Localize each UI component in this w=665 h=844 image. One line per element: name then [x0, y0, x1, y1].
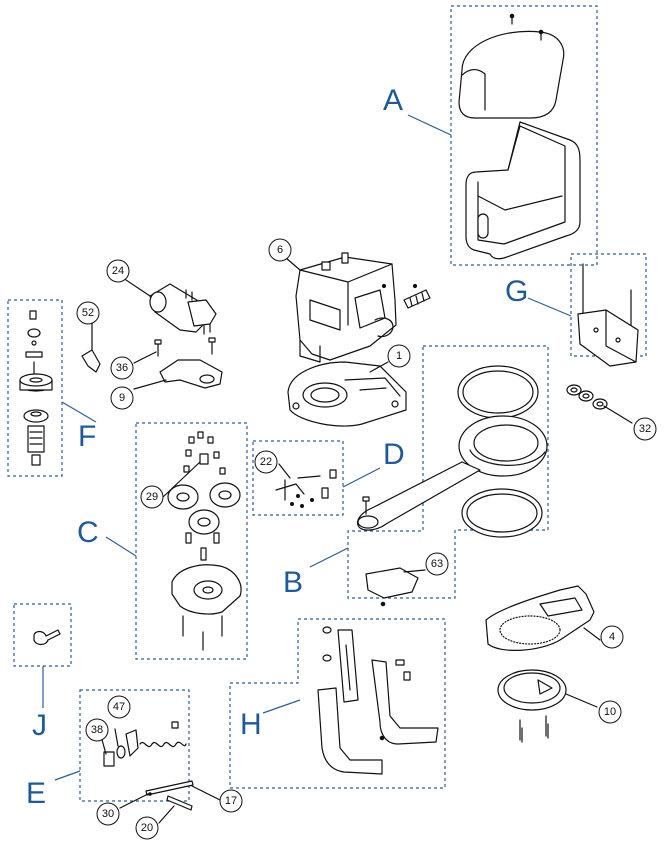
part-knob-j	[33, 629, 61, 646]
callout-38: 38	[85, 718, 109, 742]
group-box-f	[7, 299, 63, 477]
part-brackets-h	[317, 626, 439, 775]
part-clip-52	[81, 349, 101, 373]
svg-text:63: 63	[431, 558, 443, 570]
part-motor	[149, 283, 217, 335]
leader-d	[342, 467, 381, 488]
group-box-j	[13, 603, 72, 667]
part-ring-top	[457, 365, 539, 419]
leader-h	[262, 699, 301, 714]
part-disc	[497, 669, 567, 743]
callout-24: 24	[106, 259, 130, 283]
callout-10: 10	[598, 700, 622, 724]
svg-text:9: 9	[119, 392, 125, 404]
callout-4: 4	[600, 625, 624, 649]
group-box-d	[252, 440, 344, 516]
part-pins-17-20-30	[145, 780, 194, 811]
svg-text:22: 22	[260, 456, 272, 468]
part-small-parts-d	[275, 469, 337, 508]
callout-29: 29	[140, 485, 164, 509]
svg-text:1: 1	[396, 350, 402, 362]
part-washers-32	[566, 384, 608, 410]
svg-text:17: 17	[225, 795, 237, 807]
callout-20: 20	[135, 816, 159, 840]
leader-g	[527, 297, 572, 317]
group-letter-g: G	[505, 275, 528, 308]
group-box-e	[79, 689, 190, 802]
callout-52: 52	[76, 301, 100, 325]
group-letter-e: E	[26, 777, 46, 810]
group-box-h	[229, 618, 446, 789]
part-rear-housing	[465, 121, 581, 260]
callout-17: 17	[219, 789, 243, 813]
group-letter-d: D	[383, 438, 405, 471]
leader-e	[54, 770, 81, 781]
part-shaft-stack-f	[19, 310, 53, 466]
leader-f	[61, 401, 97, 423]
callout-63: 63	[425, 552, 449, 576]
callout-9: 9	[110, 386, 134, 410]
part-bracket-g	[577, 263, 639, 367]
part-spring-mechanism-e	[103, 721, 187, 767]
part-block-63	[362, 496, 419, 607]
group-letter-h: H	[240, 708, 262, 741]
svg-text:30: 30	[102, 808, 114, 820]
svg-text:10: 10	[604, 706, 616, 718]
svg-text:24: 24	[112, 265, 124, 277]
svg-text:4: 4	[609, 631, 615, 643]
svg-text:29: 29	[146, 491, 158, 503]
part-dial-plate	[485, 585, 595, 651]
svg-text:38: 38	[91, 724, 103, 736]
part-motor-plate	[159, 359, 223, 389]
callout-36: 36	[110, 356, 134, 380]
part-gear-frame	[295, 252, 431, 363]
svg-text:32: 32	[639, 423, 651, 435]
part-arm	[357, 415, 548, 531]
leader-c	[105, 536, 137, 557]
group-box-c	[135, 422, 248, 660]
group-letter-j: J	[32, 709, 47, 742]
part-screw-36	[154, 337, 216, 357]
svg-text:6: 6	[277, 244, 283, 256]
group-box-b	[347, 345, 549, 599]
leader-b	[309, 547, 349, 568]
svg-text:47: 47	[113, 701, 125, 713]
svg-text:52: 52	[82, 307, 94, 319]
group-box-a	[450, 5, 598, 266]
part-base-plate	[287, 361, 407, 427]
callout-22: 22	[254, 450, 278, 474]
part-gear-train-c	[167, 431, 242, 651]
group-letter-b: B	[283, 566, 303, 599]
svg-text:36: 36	[116, 362, 128, 374]
leader-a	[407, 114, 452, 136]
part-top-cover	[458, 13, 565, 119]
callout-6: 6	[268, 238, 292, 262]
group-letter-f: F	[78, 420, 96, 453]
callout-leaders	[91, 257, 633, 824]
callout-30: 30	[96, 802, 120, 826]
group-letter-a: A	[383, 84, 403, 117]
group-box-g	[570, 253, 647, 357]
callout-1: 1	[387, 344, 411, 368]
callout-47: 47	[107, 695, 131, 719]
callout-32: 32	[633, 417, 657, 441]
part-ring-bottom	[461, 488, 543, 538]
svg-text:20: 20	[141, 822, 153, 834]
group-letter-c: C	[77, 516, 99, 549]
